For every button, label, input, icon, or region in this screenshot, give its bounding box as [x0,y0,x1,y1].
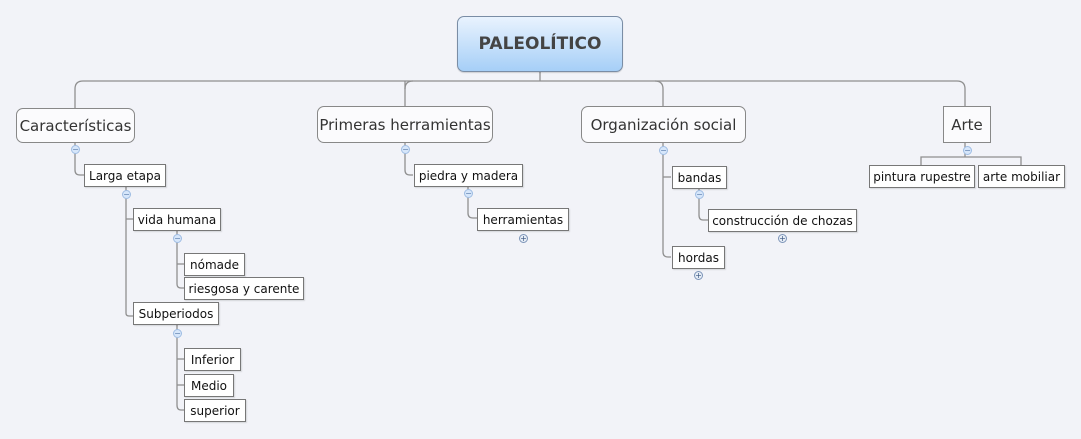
subtopic-vida-humana[interactable]: vida humana [133,208,221,231]
subtopic-hordas[interactable]: hordas [672,246,725,269]
collapse-icon[interactable]: − [173,329,182,338]
subtopic-label: riesgosa y carente [188,281,300,296]
subtopic-medio[interactable]: Medio [184,374,234,397]
subtopic-arte-mobiliar[interactable]: arte mobiliar [978,165,1065,188]
minus-glyph: − [72,144,79,154]
expand-icon[interactable]: + [519,234,528,243]
subtopic-herramientas[interactable]: herramientas [477,208,569,231]
subtopic-label: superior [190,403,240,418]
minus-glyph: − [402,144,409,154]
expand-icon[interactable]: + [694,271,703,280]
subtopic-label: vida humana [137,212,217,227]
subtopic-label: Medio [190,378,228,393]
subtopic-label: Larga etapa [89,168,161,183]
topic-label: Características [19,116,132,135]
subtopic-superior[interactable]: superior [184,399,246,422]
minus-glyph: − [696,189,703,199]
subtopic-construccion-de-chozas[interactable]: construcción de chozas [708,209,857,232]
topic-label: Organización social [590,115,737,134]
topic-label: Arte [951,115,983,134]
subtopic-inferior[interactable]: Inferior [184,348,241,371]
collapse-icon[interactable]: − [122,190,131,199]
subtopic-bandas[interactable]: bandas [672,166,727,189]
subtopic-label: herramientas [482,212,564,227]
topic-caracteristicas[interactable]: Características [16,108,135,143]
subtopic-nomade[interactable]: nómade [184,253,245,276]
topic-primeras-herramientas[interactable]: Primeras herramientas [317,106,493,143]
topic-arte[interactable]: Arte [943,106,991,143]
collapse-icon[interactable]: − [401,145,410,154]
minus-glyph: − [174,328,181,338]
expand-icon[interactable]: + [778,234,787,243]
plus-glyph: + [520,233,527,243]
minus-glyph: − [660,145,667,155]
minus-glyph: − [465,188,472,198]
subtopic-label: pintura rupestre [873,169,971,184]
subtopic-label: Inferior [190,352,235,367]
subtopic-larga-etapa[interactable]: Larga etapa [84,164,166,187]
subtopic-pintura-rupestre[interactable]: pintura rupestre [869,165,975,188]
minus-glyph: − [123,189,130,199]
topic-label: Primeras herramientas [319,115,491,134]
subtopic-label: Subperiodos [138,306,214,321]
subtopic-label: nómade [190,257,239,272]
collapse-icon[interactable]: − [464,189,473,198]
plus-glyph: + [779,233,786,243]
collapse-icon[interactable]: − [659,146,668,155]
subtopic-label: arte mobiliar [982,169,1061,184]
subtopic-piedra-y-madera[interactable]: piedra y madera [414,164,523,187]
collapse-icon[interactable]: − [963,146,972,155]
collapse-icon[interactable]: − [71,145,80,154]
subtopic-subperiodos[interactable]: Subperiodos [133,302,219,325]
subtopic-label: piedra y madera [418,168,519,183]
subtopic-label: construcción de chozas [712,213,853,228]
collapse-icon[interactable]: − [695,190,704,199]
subtopic-riesgosa-y-carente[interactable]: riesgosa y carente [184,277,304,300]
root-topic-label: PALEOLÍTICO [478,34,602,54]
minus-glyph: − [174,233,181,243]
plus-glyph: + [695,270,702,280]
topic-organizacion-social[interactable]: Organización social [581,106,746,143]
subtopic-label: hordas [678,250,719,265]
subtopic-label: bandas [677,170,722,185]
minus-glyph: − [964,145,971,155]
root-topic-paleolitico[interactable]: PALEOLÍTICO [457,16,623,72]
collapse-icon[interactable]: − [173,234,182,243]
